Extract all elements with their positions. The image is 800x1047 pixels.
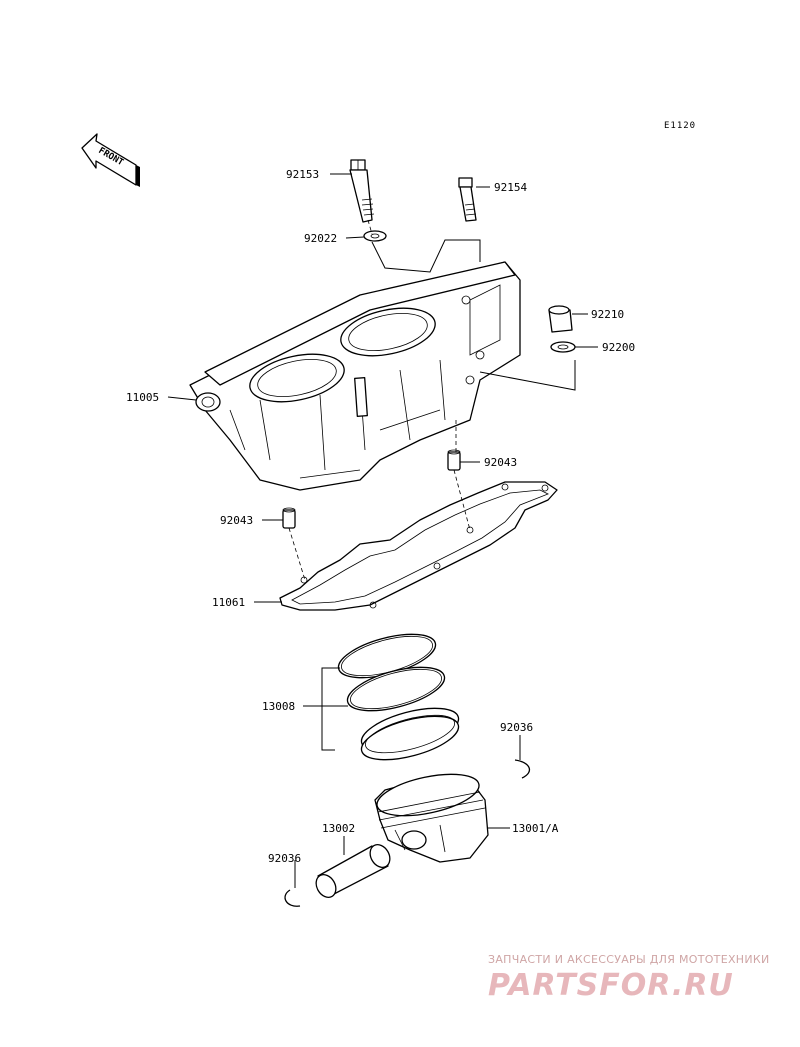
dowel-92043-left — [282, 507, 296, 529]
label-92154: 92154 — [494, 181, 527, 194]
label-92210: 92210 — [591, 308, 624, 321]
leader-lines — [167, 173, 598, 888]
label-92043-right: 92043 — [484, 456, 517, 469]
circlip-92036-left — [284, 889, 301, 907]
piston-rings-13008 — [337, 633, 460, 761]
circlip-92036-right — [514, 759, 531, 779]
washer-92022 — [363, 230, 387, 242]
washer-92200 — [550, 341, 576, 353]
watermark-tagline: ЗАПЧАСТИ И АКСЕССУАРЫ ДЛЯ МОТОТЕХНИКИ — [488, 953, 770, 966]
watermark-logo: PARTSFOR.RU — [488, 968, 734, 1003]
label-92043-left: 92043 — [220, 514, 253, 527]
label-92022: 92022 — [304, 232, 337, 245]
front-arrow-icon: FRONT — [81, 133, 140, 187]
label-92153: 92153 — [286, 168, 319, 181]
diagram-code: E1120 — [664, 121, 696, 131]
label-92036-right: 92036 — [500, 721, 533, 734]
dowel-92210 — [548, 305, 573, 333]
piston-pin-13002 — [315, 844, 391, 898]
cylinder-block-11005 — [189, 261, 521, 491]
label-11061: 11061 — [212, 596, 245, 609]
label-11005: 11005 — [126, 391, 159, 404]
label-92200: 92200 — [602, 341, 635, 354]
label-92036-left: 92036 — [268, 852, 301, 865]
label-13008: 13008 — [262, 700, 295, 713]
dowel-92043-right — [447, 449, 461, 471]
bolt-92153 — [349, 159, 375, 223]
label-13002: 13002 — [322, 822, 355, 835]
label-13001a: 13001/A — [512, 822, 559, 835]
piston-13001a — [374, 773, 489, 863]
bolt-92154 — [458, 177, 477, 222]
gasket-11061 — [279, 481, 558, 611]
